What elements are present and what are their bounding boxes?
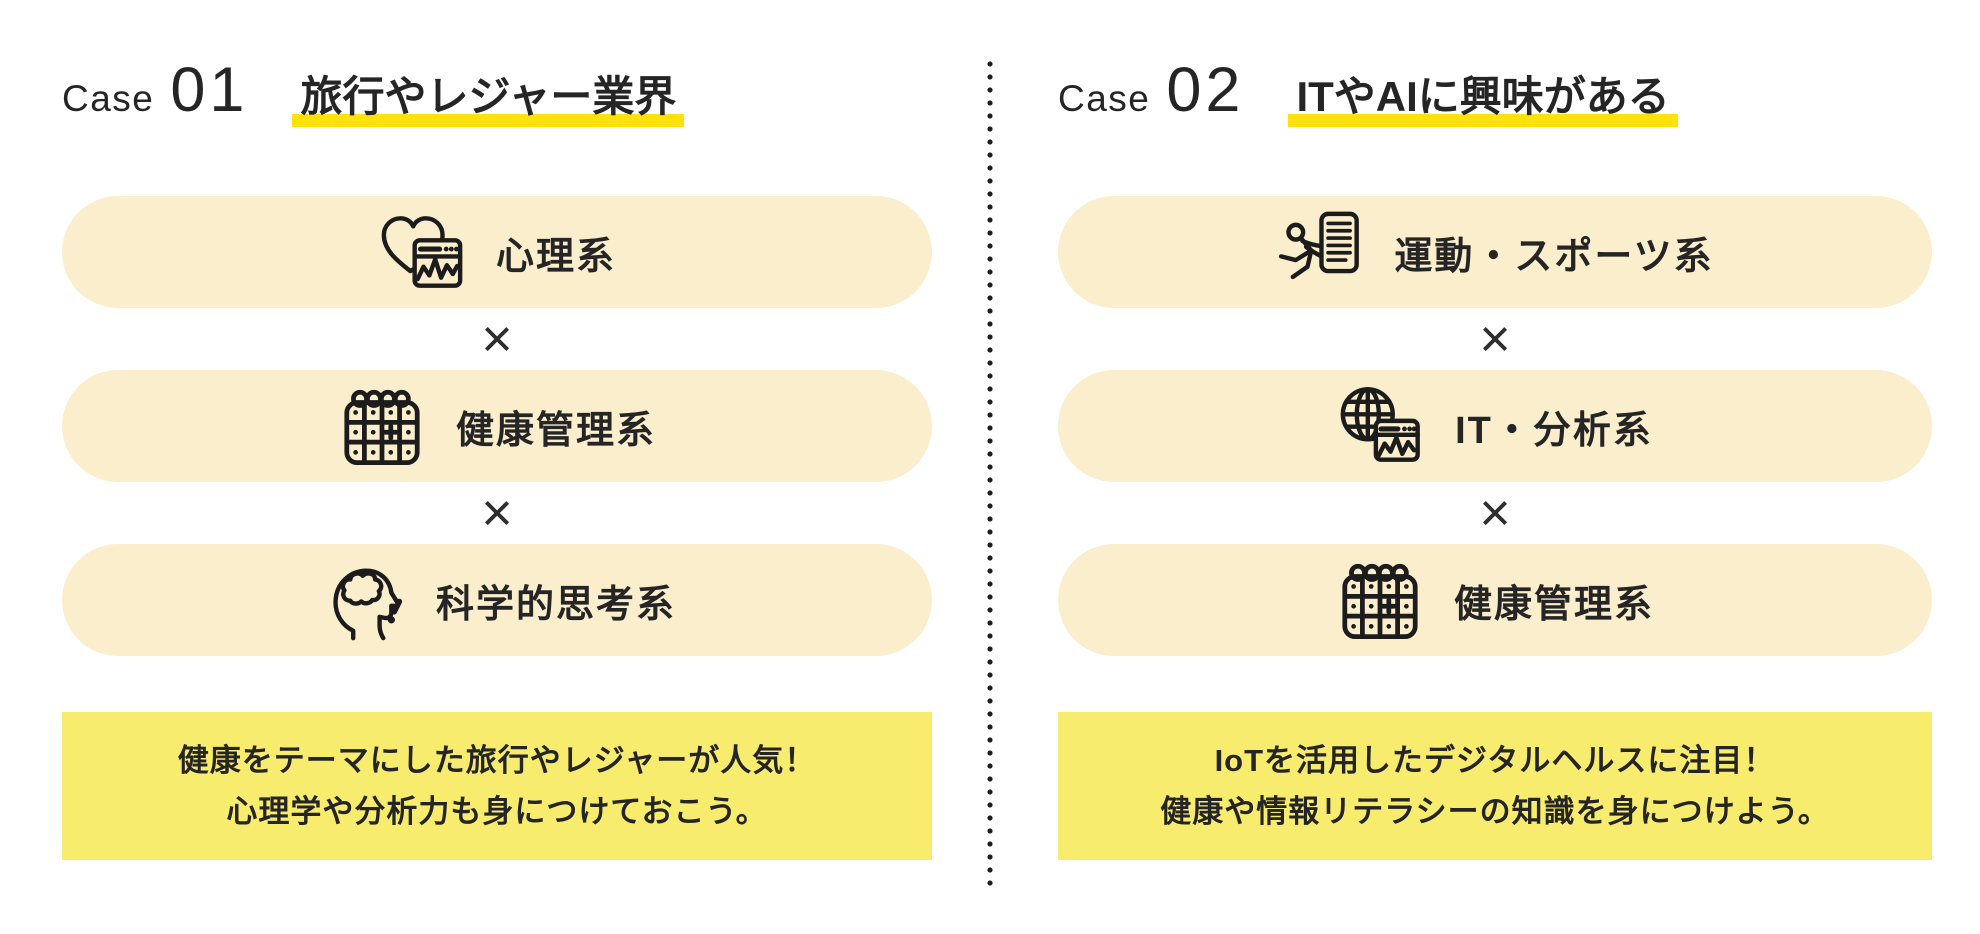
globe-analytics-icon — [1337, 382, 1425, 470]
category-pill: 科学的思考系 — [62, 544, 932, 656]
brain-head-icon — [318, 556, 406, 644]
category-label: 科学的思考系 — [435, 583, 676, 626]
category-pill: 心理系 — [62, 196, 932, 308]
note-box: IoTを活用したデジタルヘルスに注目！ 健康や情報リテラシーの知識を身につけよう… — [1058, 712, 1932, 860]
note-line: IoTを活用したデジタルヘルスに注目！ — [1214, 742, 1776, 778]
case-label: Case — [62, 78, 155, 119]
category-label: 健康管理系 — [1453, 583, 1654, 626]
calendar-icon — [1336, 556, 1424, 644]
case-number: 01 — [170, 55, 249, 125]
dotted-divider — [987, 60, 993, 888]
multiply-separator: × — [1479, 309, 1511, 369]
category-pill: 健康管理系 — [1058, 544, 1932, 656]
multiply-separator: × — [1479, 483, 1511, 543]
case-label: Case — [1058, 78, 1151, 119]
case-01-header: Case 01 旅行やレジャー業界 — [62, 54, 932, 132]
note-line: 心理学や分析力も身につけておこう。 — [226, 794, 768, 829]
category-label: 運動・スポーツ系 — [1394, 235, 1714, 278]
note-line: 健康をテーマにした旅行やレジャーが人気！ — [177, 742, 817, 778]
category-pill: 健康管理系 — [62, 370, 932, 482]
multiply-separator: × — [481, 483, 513, 543]
heart-monitor-icon — [378, 208, 466, 296]
category-pill: IT・分析系 — [1058, 370, 1932, 482]
case-02-section: Case 02 ITやAIに興味がある 運動・スポーツ系 × — [1058, 54, 1932, 860]
note-line: 健康や情報リテラシーの知識を身につけよう。 — [1160, 794, 1830, 829]
case-02-header: Case 02 ITやAIに興味がある — [1058, 54, 1932, 132]
calendar-icon — [338, 382, 426, 470]
running-sports-icon — [1276, 208, 1364, 296]
category-label: IT・分析系 — [1455, 409, 1653, 452]
case-01-section: Case 01 旅行やレジャー業界 心理系 × — [62, 54, 932, 860]
category-pill: 運動・スポーツ系 — [1058, 196, 1932, 308]
note-box: 健康をテーマにした旅行やレジャーが人気！ 心理学や分析力も身につけておこう。 — [62, 712, 932, 860]
category-label: 健康管理系 — [455, 409, 656, 452]
case-title: 旅行やレジャー業界 — [292, 63, 684, 127]
category-label: 心理系 — [495, 235, 616, 278]
case-number: 02 — [1166, 55, 1245, 125]
multiply-separator: × — [481, 309, 513, 369]
case-title: ITやAIに興味がある — [1288, 63, 1677, 127]
